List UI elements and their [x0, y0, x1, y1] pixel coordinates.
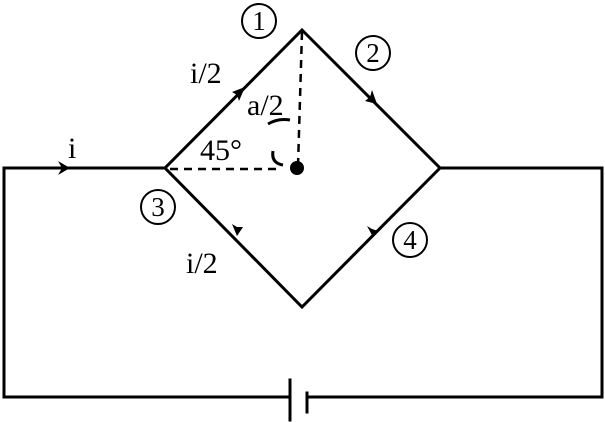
center-dot	[290, 161, 304, 175]
node-2-label: 2	[366, 38, 380, 68]
arrow-in-icon	[58, 161, 70, 175]
angle-label: 45°	[200, 134, 242, 167]
half-side-label: a/2	[247, 89, 284, 122]
current-in-label: i	[68, 132, 76, 165]
left-wire	[2, 166, 291, 399]
node-3-label: 3	[151, 192, 165, 222]
square-loop	[162, 27, 443, 310]
node-1-label: 1	[252, 6, 266, 36]
node-4-label: 4	[403, 225, 417, 255]
arrow-4-icon	[367, 226, 378, 237]
arrow-lower-icon	[232, 224, 243, 236]
current-lower-label: i/2	[186, 247, 218, 280]
angle-arc	[267, 118, 291, 167]
arrow-upper-icon	[232, 87, 245, 101]
arrow-2-icon	[365, 90, 377, 104]
dashed-vertical	[296, 31, 304, 167]
right-wire	[305, 166, 604, 399]
current-upper-label: i/2	[190, 57, 222, 90]
